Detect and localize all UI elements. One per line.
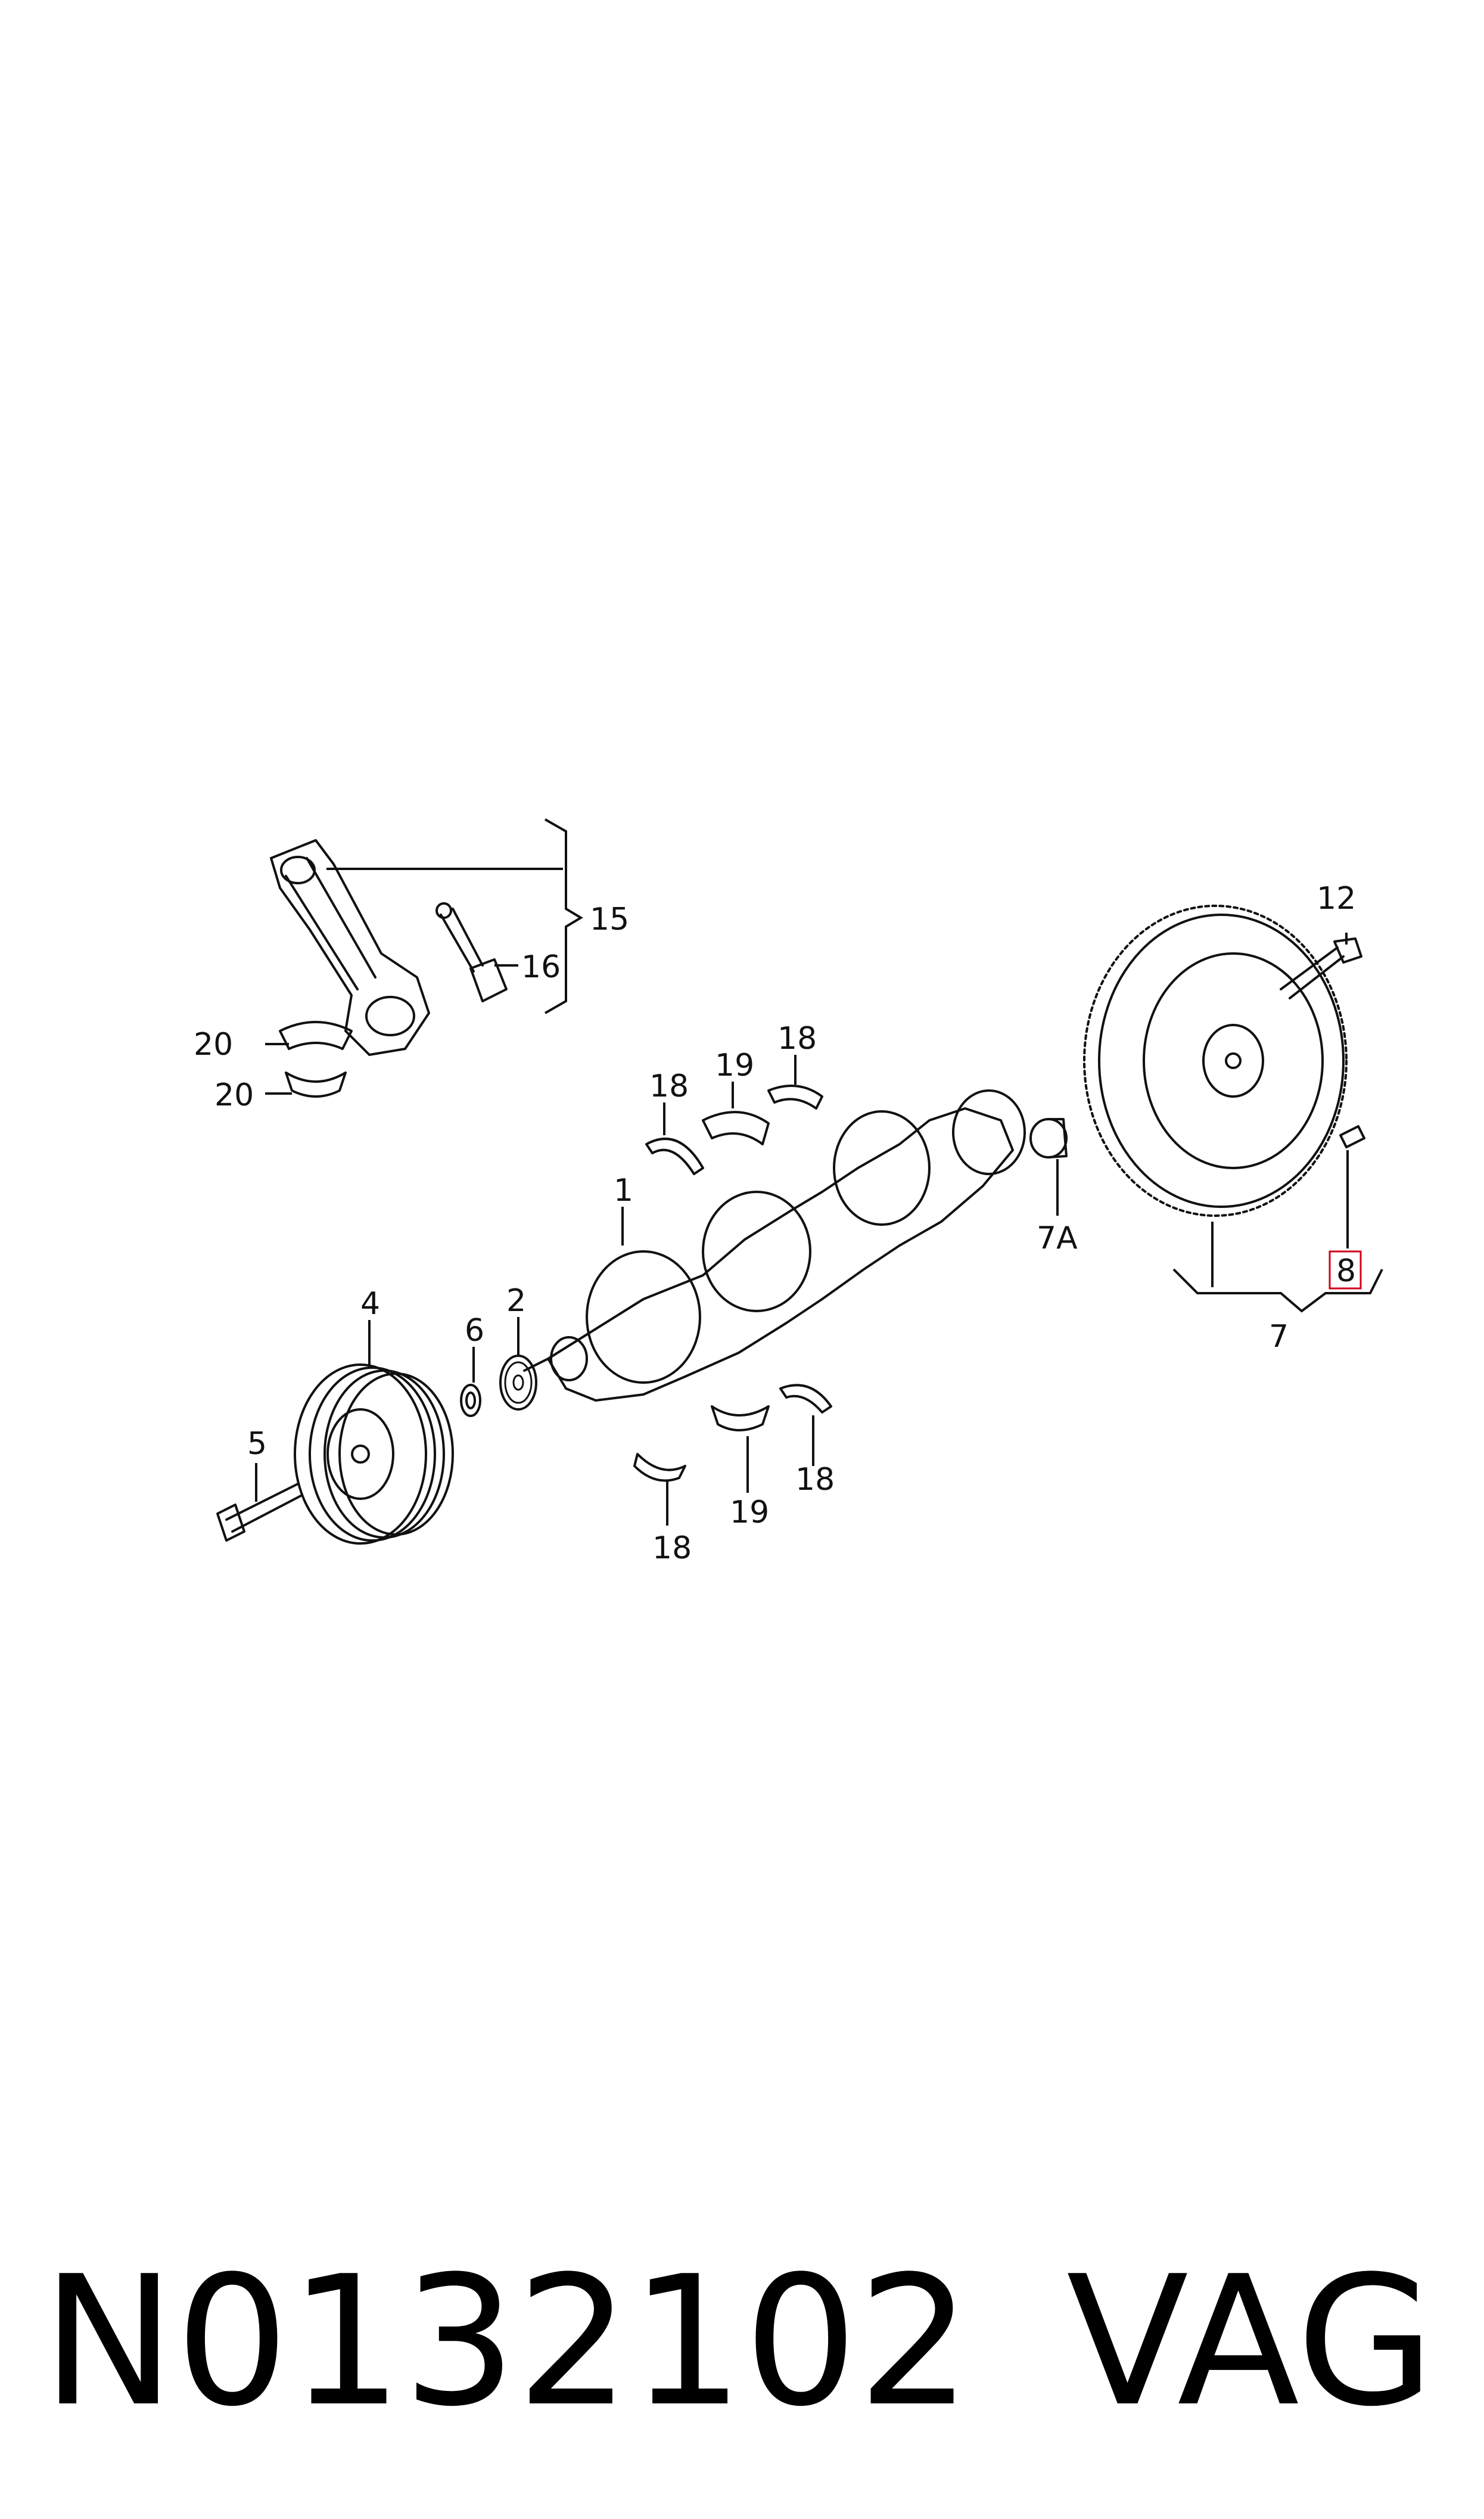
part-number-label: N0132102 [42, 2238, 972, 2446]
rod-bearing-shells-part [279, 1021, 353, 1098]
brand-label: VAG [1066, 2238, 1435, 2446]
callout-1: 1 [614, 1173, 633, 1209]
callout-12: 12 [1317, 881, 1356, 917]
callout-8-highlight-box [1329, 1250, 1362, 1290]
sprocket-part [499, 1355, 537, 1411]
callout-15: 15 [590, 902, 629, 937]
pulley-part [294, 1363, 454, 1545]
dowel-pin-part [1339, 1125, 1365, 1148]
pilot-bearing-part [1029, 1118, 1068, 1158]
callout-16: 16 [521, 949, 561, 985]
callout-19-lower: 19 [730, 1495, 769, 1530]
leader-lines [255, 818, 1383, 1526]
crankshaft-part [523, 1089, 1026, 1402]
callout-18-upper-right: 18 [777, 1021, 817, 1057]
flywheel-part [1083, 905, 1348, 1217]
callout-20-upper: 20 [194, 1027, 233, 1063]
con-rod-bolt-part [435, 902, 508, 1002]
callout-18-lower-left: 18 [652, 1530, 692, 1566]
callout-2: 2 [506, 1283, 526, 1319]
callout-7: 7 [1269, 1319, 1289, 1355]
flywheel-bolt-part [1280, 937, 1362, 999]
callout-4: 4 [360, 1286, 380, 1322]
callout-8: 8 [1336, 1253, 1356, 1289]
washer-part [460, 1384, 481, 1417]
connecting-rod-part [270, 839, 430, 1056]
callout-6: 6 [465, 1313, 484, 1349]
callout-20-lower: 20 [214, 1077, 254, 1113]
pulley-bolt-part [216, 1483, 302, 1542]
callout-5: 5 [247, 1426, 267, 1462]
callout-19-upper: 19 [715, 1048, 754, 1083]
callout-18-lower-right: 18 [795, 1462, 835, 1498]
main-bearing-shells-part [633, 1085, 832, 1482]
callout-18-upper-left: 18 [649, 1069, 689, 1104]
callout-7a: 7A [1037, 1220, 1078, 1256]
